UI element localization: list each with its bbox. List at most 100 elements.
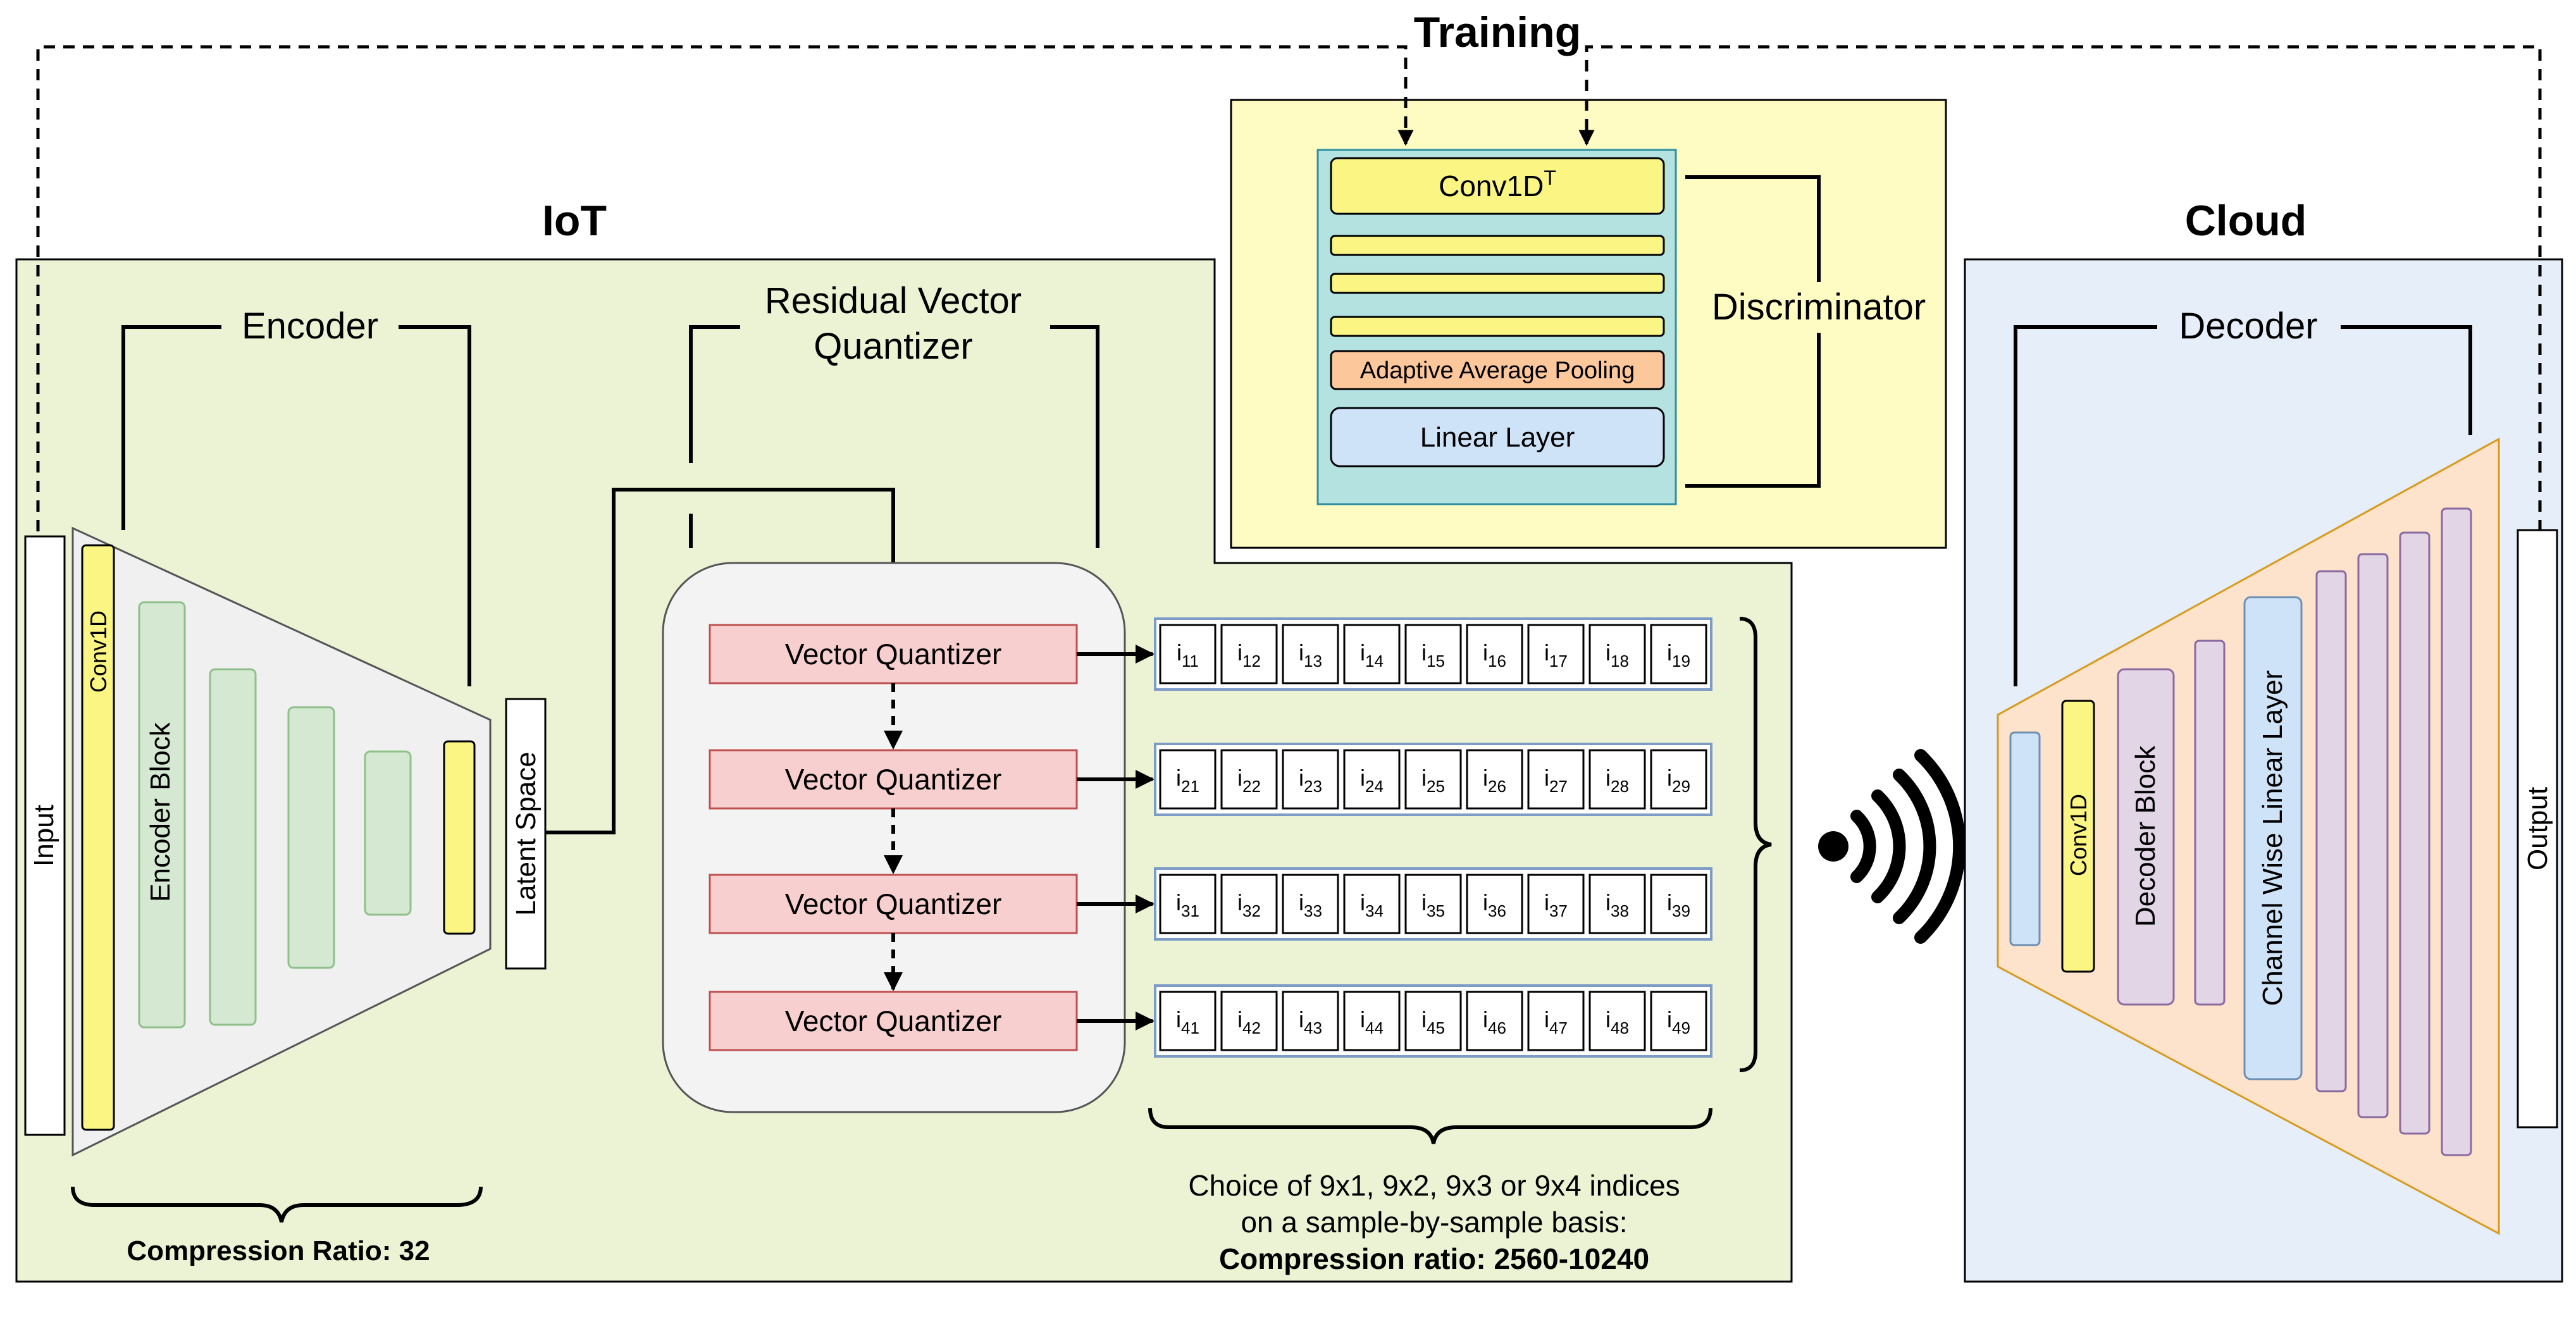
disc-conv-transpose-layer <box>1330 157 1665 215</box>
index-label: i45 <box>1421 1006 1445 1037</box>
index-arrows <box>1077 645 1155 1030</box>
encoder-compression-brace <box>71 1186 483 1223</box>
decoder-block-3 <box>2315 570 2347 1092</box>
index-cell <box>1466 874 1523 934</box>
output-box <box>2517 529 2558 1129</box>
encoder-output-conv-layer <box>443 740 476 935</box>
index-cell <box>1343 991 1401 1051</box>
index-cell <box>1527 991 1585 1051</box>
index-cell <box>1220 749 1278 810</box>
index-bottom-brace <box>1148 1108 1712 1144</box>
latent-space-label: Latent Space <box>511 752 542 915</box>
disc-pooling-label: Adaptive Average Pooling <box>1360 357 1635 384</box>
svg-text:Vector Quantizer: Vector Quantizer <box>785 763 1002 796</box>
index-label: i25 <box>1421 765 1445 796</box>
decoder-block-1 <box>2117 668 2175 1006</box>
index-cell <box>1220 624 1278 684</box>
index-label: i37 <box>1544 889 1568 920</box>
iot-title: IoT <box>542 197 607 245</box>
decoder-block-5 <box>2399 531 2430 1135</box>
index-cell <box>1527 749 1585 810</box>
index-note-line2: on a sample-by-sample basis: <box>1241 1206 1627 1239</box>
index-label: i42 <box>1237 1006 1261 1037</box>
latent-to-quantizer-arrow <box>545 488 903 834</box>
vector-quantizer-1: Vector Quantizer <box>709 624 1078 684</box>
index-cell <box>1527 624 1585 684</box>
index-label: i22 <box>1237 765 1261 796</box>
input-label: Input <box>28 805 59 867</box>
index-cell <box>1404 749 1462 810</box>
encoder-title: Encoder <box>242 306 378 347</box>
channel-wise-linear-label: Channel Wise Linear Layer <box>2257 671 2288 1006</box>
index-label: i21 <box>1176 765 1199 796</box>
index-label: i16 <box>1483 640 1506 671</box>
index-cell <box>1159 749 1217 810</box>
index-label: i17 <box>1544 640 1568 671</box>
encoder-block-3 <box>287 706 335 969</box>
disc-conv-layer <box>1330 273 1665 294</box>
index-label: i27 <box>1544 765 1568 796</box>
index-label: i49 <box>1667 1006 1690 1037</box>
index-cell <box>1159 991 1217 1051</box>
index-cell <box>1159 624 1217 684</box>
disc-conv-layer <box>1330 316 1665 337</box>
index-label: i23 <box>1299 765 1322 796</box>
index-cell <box>1466 749 1523 810</box>
index-label: i13 <box>1299 640 1322 671</box>
encoder-block-4 <box>364 750 412 916</box>
index-cell <box>1650 749 1707 810</box>
decoder-block-2 <box>2194 640 2226 1006</box>
rvq-container <box>662 562 1126 1113</box>
vector-quantizer-4: Vector Quantizer <box>709 991 1078 1051</box>
training-feedback-lines <box>36 45 2542 531</box>
index-label: i29 <box>1667 765 1690 796</box>
decoder-conv1d-label: Conv1D <box>2065 794 2091 876</box>
decoder-block-label: Decoder Block <box>2130 745 2161 927</box>
disc-conv-layer <box>1330 235 1665 256</box>
training-title: Training <box>1414 8 1581 56</box>
index-cell <box>1466 991 1523 1051</box>
encoder-conv1d-layer <box>81 544 115 1131</box>
decoder-title: Decoder <box>2179 306 2317 347</box>
index-label: i32 <box>1237 889 1261 920</box>
index-label: i28 <box>1606 765 1629 796</box>
index-cell <box>1220 991 1278 1051</box>
cloud-title: Cloud <box>2185 197 2307 245</box>
index-cell <box>1343 874 1401 934</box>
index-label: i34 <box>1360 889 1384 920</box>
index-cell <box>1282 749 1339 810</box>
index-label: i44 <box>1360 1006 1384 1037</box>
index-cell <box>1588 749 1646 810</box>
index-cell <box>1343 749 1401 810</box>
index-label: i18 <box>1606 640 1629 671</box>
encoder-conv1d-label: Conv1D <box>85 610 111 693</box>
index-label: i15 <box>1421 640 1445 671</box>
index-cell <box>1650 991 1707 1051</box>
wireless-signal-icon <box>1818 749 1966 944</box>
index-cell <box>1404 624 1462 684</box>
channel-wise-linear-layer <box>2243 596 2303 1080</box>
vector-quantizer-3: Vector Quantizer <box>709 874 1078 934</box>
disc-linear-layer <box>1330 407 1665 467</box>
index-cell <box>1220 874 1278 934</box>
discriminator-title: Discriminator <box>1712 287 1926 328</box>
index-label: i24 <box>1360 765 1384 796</box>
index-cell <box>1588 624 1646 684</box>
input-box <box>24 535 66 1136</box>
index-label: i35 <box>1421 889 1445 920</box>
latent-space-box <box>505 698 547 970</box>
index-cell <box>1650 874 1707 934</box>
index-cell <box>1404 991 1462 1051</box>
disc-pooling-layer <box>1330 350 1665 390</box>
index-label: i48 <box>1606 1006 1629 1037</box>
encoder-block-1 <box>138 601 186 1029</box>
index-label: i11 <box>1177 640 1199 671</box>
index-label: i12 <box>1237 640 1261 671</box>
index-cell <box>1404 874 1462 934</box>
encoder-compression-label: Compression Ratio: 32 <box>127 1235 430 1266</box>
output-label: Output <box>2522 787 2553 870</box>
index-label: i26 <box>1483 765 1506 796</box>
